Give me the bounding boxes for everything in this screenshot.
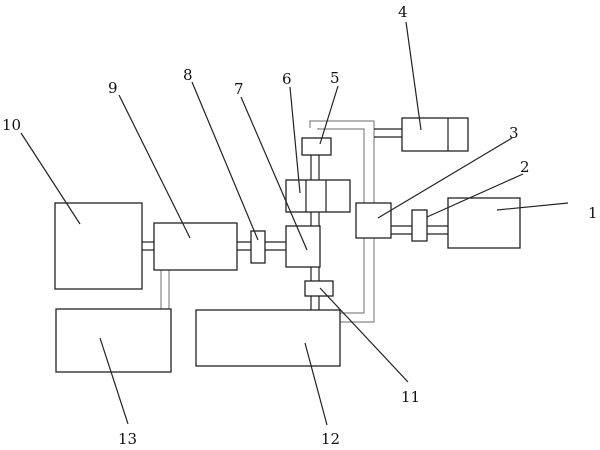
- connecting-frame: [160, 120, 375, 323]
- component-13: [55, 308, 172, 373]
- label-6: 6: [282, 70, 292, 88]
- component-10: [54, 202, 143, 290]
- label-9: 9: [108, 79, 118, 97]
- label-10: 10: [2, 116, 21, 134]
- component-12: [195, 309, 341, 367]
- label-5: 5: [330, 69, 340, 87]
- label-1: 1: [588, 204, 598, 222]
- label-2: 2: [520, 158, 530, 176]
- component-4: [401, 117, 469, 152]
- shafts: [142, 128, 448, 310]
- component-8-coupling: [250, 230, 266, 264]
- component-5: [301, 137, 332, 156]
- label-3: 3: [509, 124, 519, 142]
- component-2-coupling: [411, 209, 428, 242]
- component-1-motor: [447, 197, 521, 249]
- label-7: 7: [234, 80, 244, 98]
- label-4: 4: [398, 3, 408, 21]
- component-9: [153, 222, 238, 271]
- label-12: 12: [321, 430, 340, 448]
- label-13: 13: [118, 430, 137, 448]
- component-11: [304, 280, 334, 297]
- label-8: 8: [183, 66, 193, 84]
- component-7: [285, 225, 321, 268]
- component-6: [285, 179, 351, 213]
- label-11: 11: [401, 388, 420, 406]
- leader-lines: [20, 21, 569, 426]
- component-3: [355, 202, 392, 239]
